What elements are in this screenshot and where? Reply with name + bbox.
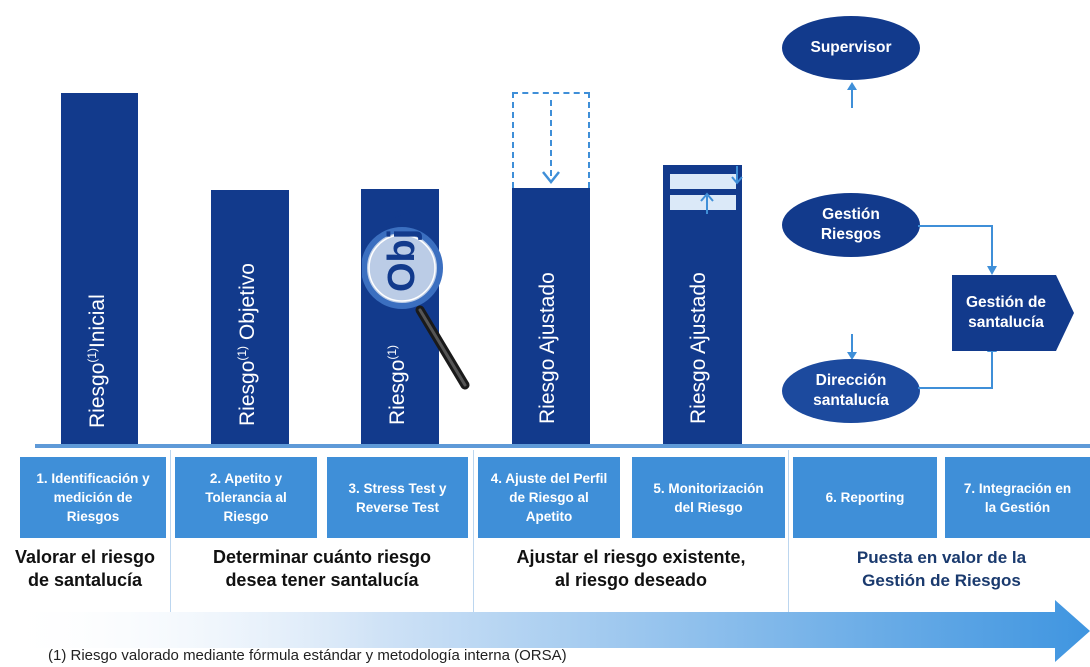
arrow-down-icon	[542, 100, 560, 185]
bar-riesgo-ajustado-2-label: Riesgo Ajustado	[687, 272, 710, 424]
ellipse-supervisor: Supervisor	[782, 16, 920, 80]
step-monitorizacion: 5. Monitorización del Riesgo	[632, 457, 785, 538]
phase-valorar: Valorar el riesgo de santalucía	[14, 547, 156, 590]
divider-3	[788, 450, 789, 612]
gestion-santalucia-label: Gestión de santalucía	[965, 294, 1047, 331]
phase-puesta-en-valor: Puesta en valor de la Gestión de Riesgos	[856, 548, 1027, 590]
divider-1	[170, 450, 171, 612]
step-reporting: 6. Reporting	[793, 457, 937, 538]
divider-2	[473, 450, 474, 612]
progress-arrow-shape	[0, 600, 1090, 662]
dashed-target-outline	[512, 92, 590, 188]
arrow-down-governance-icon	[847, 334, 857, 360]
bar-riesgo-ajustado-1-label: Riesgo Ajustado	[536, 272, 559, 424]
baseline	[35, 444, 1090, 448]
step-ajuste: 4. Ajuste del Perfil de Riesgo al Apetit…	[478, 457, 620, 538]
bar-riesgo-objetivo-label: Riesgo(1) Objetivo	[235, 263, 259, 426]
pentagon-gestion-santalucia-shape	[952, 275, 1074, 351]
bar-riesgo-ajustado-1: Riesgo Ajustado	[512, 188, 590, 446]
bar-riesgo-inicial: Riesgo(1)Inicial	[61, 93, 138, 446]
arrow-down-small-icon	[731, 166, 743, 185]
phase-determinar: Determinar cuánto riesgo desea tener san…	[212, 547, 432, 590]
bar-riesgo-inicial-label: Riesgo(1)Inicial	[85, 294, 109, 428]
phase-ajustar: Ajustar el riesgo existente, al riesgo d…	[516, 547, 746, 590]
magnifier-text: Objivo	[381, 210, 423, 292]
monitoring-band-upper	[668, 172, 738, 191]
step-apetito: 2. Apetito y Tolerancia al Riesgo	[175, 457, 317, 538]
magnifier-icon: Objivo	[362, 210, 470, 390]
footnote: (1) Riesgo valorado mediante fórmula est…	[48, 647, 567, 664]
ellipse-direccion-santalucia: Dirección santalucía	[782, 359, 920, 423]
arrow-up-supervisor-icon	[847, 82, 857, 108]
bar-riesgo-objetivo: Riesgo(1) Objetivo	[211, 190, 289, 446]
step-identificacion: 1. Identificación y medición de Riesgos	[20, 457, 166, 538]
monitoring-band-lower	[668, 193, 738, 212]
arrow-up-icon	[700, 192, 714, 214]
step-stress-test: 3. Stress Test y Reverse Test	[327, 457, 468, 538]
step-integracion: 7. Integración en la Gestión	[945, 457, 1090, 538]
ellipse-gestion-riesgos: Gestión Riesgos	[782, 193, 920, 257]
